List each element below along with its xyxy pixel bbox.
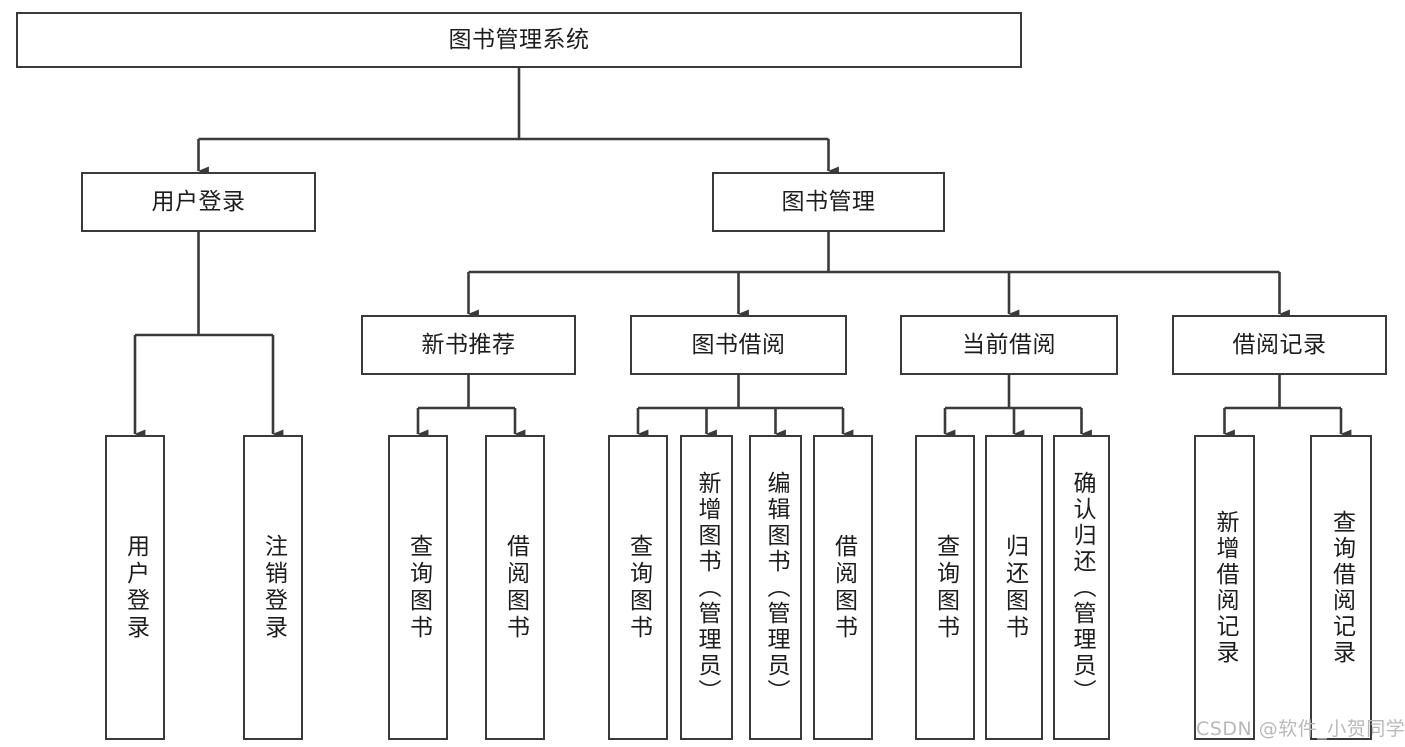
node-leaf-logout[interactable]: 注销登录 [243,435,303,740]
node-borrow-record[interactable]: 借阅记录 [1172,315,1387,375]
node-root[interactable]: 图书管理系统 [16,12,1022,68]
node-label-leaf-edit-book: 编辑图书（管理员） [763,470,789,705]
node-book-manage[interactable]: 图书管理 [712,172,945,232]
node-label-leaf-query-3: 查询图书 [932,533,959,642]
node-current-borrow[interactable]: 当前借阅 [900,315,1118,375]
node-leaf-query-1[interactable]: 查询图书 [388,435,448,740]
node-leaf-confirm[interactable]: 确认归还（管理员） [1053,435,1110,740]
node-label-borrow-record: 借阅记录 [1232,331,1327,358]
node-label-leaf-add-book: 新增图书（管理员） [694,470,720,705]
node-label-leaf-borrow-2: 借阅图书 [830,533,857,642]
node-label-book-manage: 图书管理 [781,188,876,215]
node-label-new-book-rec: 新书推荐 [421,331,516,358]
node-label-leaf-logout: 注销登录 [260,533,287,642]
node-label-leaf-borrow-1: 借阅图书 [502,533,529,642]
node-label-book-borrow: 图书借阅 [691,331,786,358]
node-leaf-edit-book[interactable]: 编辑图书（管理员） [749,435,802,740]
node-label-leaf-query-2: 查询图书 [625,533,652,642]
node-leaf-add-record[interactable]: 新增借阅记录 [1194,435,1255,740]
node-label-leaf-return: 归还图书 [1001,533,1028,642]
node-leaf-user-login[interactable]: 用户登录 [105,435,165,740]
node-book-borrow[interactable]: 图书借阅 [630,315,847,375]
node-label-leaf-confirm: 确认归还（管理员） [1069,470,1095,705]
node-leaf-return[interactable]: 归还图书 [985,435,1043,740]
node-leaf-add-book[interactable]: 新增图书（管理员） [680,435,733,740]
node-new-book-rec[interactable]: 新书推荐 [361,315,576,375]
node-label-leaf-user-login: 用户登录 [122,533,149,642]
csdn-watermark: CSDN @软件_小贺同学 [1196,718,1405,740]
node-label-leaf-add-record: 新增借阅记录 [1212,509,1238,666]
node-leaf-borrow-1[interactable]: 借阅图书 [485,435,545,740]
node-leaf-query-2[interactable]: 查询图书 [608,435,668,740]
node-label-leaf-query-1: 查询图书 [405,533,432,642]
node-label-root: 图书管理系统 [448,26,590,53]
node-leaf-query-3[interactable]: 查询图书 [915,435,975,740]
node-user-login[interactable]: 用户登录 [81,172,316,232]
node-leaf-borrow-2[interactable]: 借阅图书 [813,435,873,740]
node-label-current-borrow: 当前借阅 [962,331,1056,358]
node-label-user-login: 用户登录 [151,188,246,215]
node-label-leaf-query-rec: 查询借阅记录 [1328,509,1355,666]
node-leaf-query-rec[interactable]: 查询借阅记录 [1310,435,1372,740]
